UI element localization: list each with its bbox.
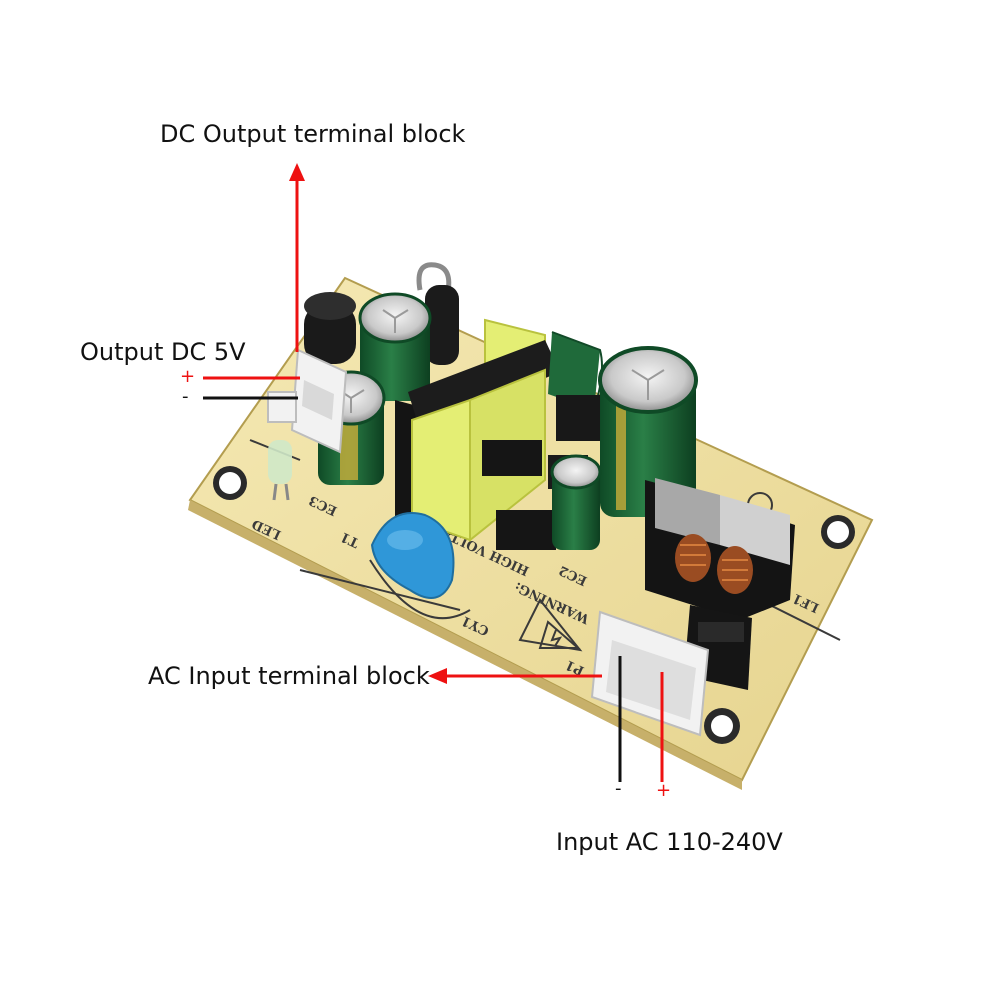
mounting-holes [213, 466, 855, 744]
silkscreen [249, 439, 841, 652]
annotation-lines [203, 163, 664, 782]
status-led [268, 440, 292, 501]
electrolytic-capacitor-ec2 [550, 454, 602, 550]
output-plus-sign: + [180, 366, 196, 387]
input-minus-sign: - [615, 778, 622, 799]
black-capacitor [304, 292, 356, 364]
input-plus-sign: + [656, 780, 672, 801]
pcb-ref-p1: P1 [563, 656, 586, 678]
rectifier-diode [416, 262, 459, 365]
input-ac-label: Input AC 110-240V [556, 828, 783, 856]
common-mode-choke [645, 478, 795, 620]
ac-input-arrow-head-icon [428, 668, 447, 684]
dc-output-arrow-head-icon [289, 163, 305, 181]
output-minus-sign: - [182, 386, 189, 407]
y-capacitor [370, 512, 455, 599]
warning-triangle-icon [538, 620, 581, 649]
dc-output-label: DC Output terminal block [160, 120, 466, 148]
transformer [395, 318, 560, 550]
electrolytic-capacitor-large [598, 346, 698, 517]
electrolytic-capacitor-top [358, 292, 432, 401]
output-dc-label: Output DC 5V [80, 338, 246, 366]
ac-input-block-label: AC Input terminal block [148, 662, 430, 690]
pcb-ref-t1: T1 [338, 528, 361, 550]
dc-output-connector [267, 348, 348, 454]
